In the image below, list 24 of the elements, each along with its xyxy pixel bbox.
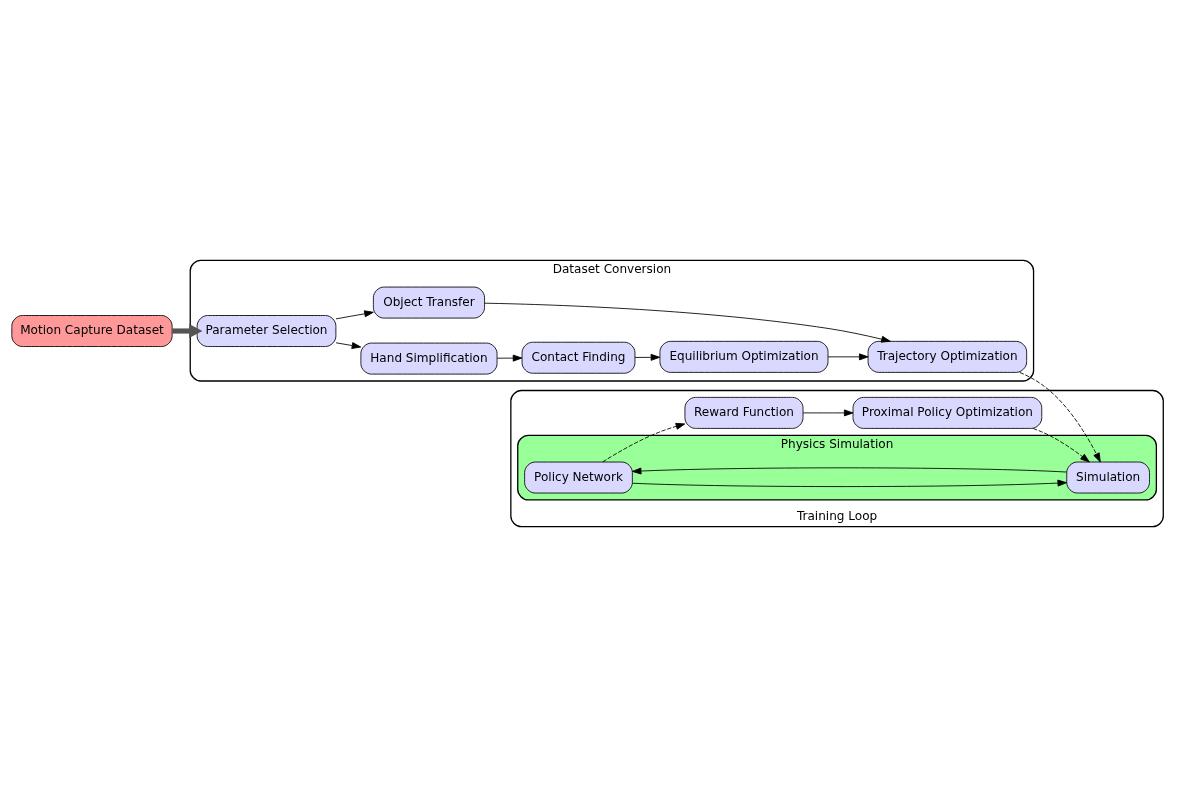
arrow: [602, 422, 686, 463]
node-box: Policy Network: [524, 461, 633, 494]
node-box: Proximal Policy Optimization: [852, 396, 1043, 429]
arrow: [634, 353, 661, 361]
node-box: Trajectory Optimization: [867, 340, 1028, 373]
node-box: Equilibrium Optimization: [659, 340, 829, 373]
arrow: [1032, 428, 1090, 463]
arrow: [496, 354, 523, 362]
arrow: [631, 479, 1067, 487]
node-box: Simulation: [1066, 461, 1150, 494]
node-box: Hand Simplification: [360, 342, 498, 375]
arrow: [335, 342, 362, 349]
arrow: [802, 409, 854, 417]
arrow: [172, 324, 203, 338]
node-box: Reward Function: [684, 396, 804, 429]
node-box: Object Transfer: [372, 286, 485, 319]
arrow: [1019, 372, 1101, 463]
arrow: [335, 310, 374, 320]
node-box: Parameter Selection: [196, 315, 337, 347]
arrow: [484, 302, 891, 343]
arrow: [827, 353, 869, 361]
node-box: Contact Finding: [521, 341, 636, 374]
node-box: Motion Capture Dataset: [11, 315, 173, 347]
arrow: [631, 467, 1067, 475]
